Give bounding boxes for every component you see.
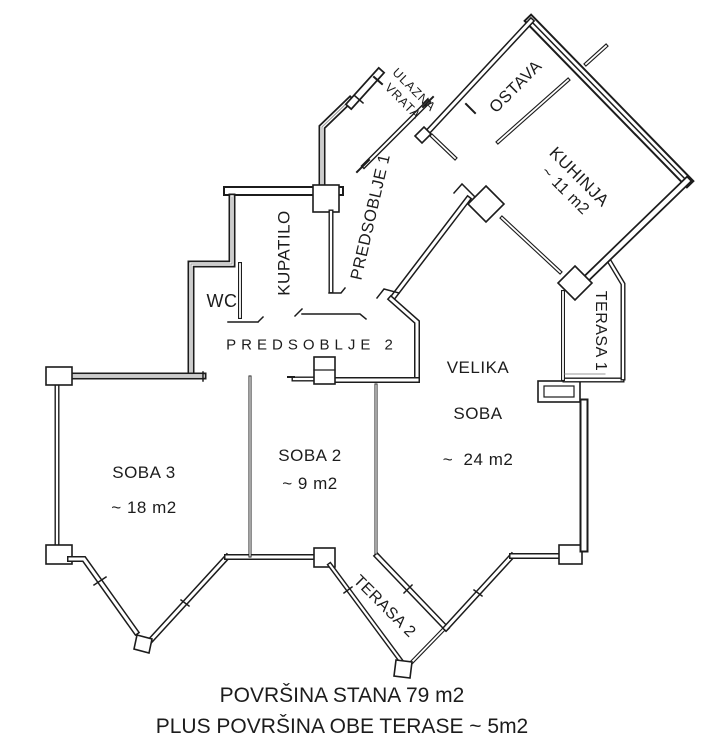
- room-dividers: [248, 375, 378, 558]
- wc-door: [227, 315, 265, 324]
- soba3-name: SOBA 3: [112, 463, 176, 482]
- kitchen-walls: [413, 13, 695, 302]
- room-label-kupatilo: KUPATILO: [274, 210, 294, 296]
- living-room-door: [375, 288, 400, 300]
- wall-column: [45, 544, 73, 565]
- velika-area: ~ 24 m2: [442, 450, 514, 469]
- entrance-walls: [318, 66, 435, 201]
- area-summary-line2: PLUS POVRŠINA OBE TERASE ~ 5m2: [155, 715, 529, 738]
- soba2-name: SOBA 2: [278, 446, 342, 465]
- soba2-area: ~ 9 m2: [282, 474, 338, 493]
- velika-name-line2: SOBA: [453, 404, 503, 423]
- terasa1-walls: [561, 255, 626, 383]
- wall-column: [558, 544, 583, 565]
- wall-cap: [413, 125, 433, 145]
- bathroom-door: [293, 307, 368, 321]
- hallway-walls: [287, 194, 473, 385]
- wall-column: [556, 264, 594, 302]
- window-pane: [543, 385, 575, 398]
- wall-column: [45, 366, 73, 386]
- wall-column: [312, 184, 340, 213]
- terrace-post: [393, 659, 413, 679]
- bay-post: [133, 634, 153, 654]
- room-label-predsoblje2: PREDSOBLJE 2: [226, 336, 398, 354]
- velika-soba-walls: [372, 380, 589, 633]
- room-label-wc: WC: [206, 290, 238, 311]
- room-label-velika-soba: VELIKA SOBA ~ 24 m2: [443, 345, 514, 483]
- room-label-soba3: SOBA 3 ~ 18 m2: [111, 455, 176, 525]
- wall-column: [466, 184, 506, 224]
- kitchen-door: [452, 182, 480, 202]
- velika-name-line1: VELIKA: [446, 358, 510, 377]
- bathroom-walls: [187, 184, 368, 378]
- soba3-walls: [45, 366, 232, 654]
- area-summary-line1: POVRŠINA STANA 79 m2: [219, 684, 465, 707]
- soba2-terasa2-walls: [224, 547, 449, 679]
- room-label-terasa1: TERASA 1: [592, 290, 609, 372]
- room-label-soba2: SOBA 2 ~ 9 m2: [278, 442, 341, 498]
- soba3-area: ~ 18 m2: [111, 498, 177, 517]
- area-summary: POVRŠINA STANA 79 m2 PLUS POVRŠINA OBE T…: [0, 680, 684, 742]
